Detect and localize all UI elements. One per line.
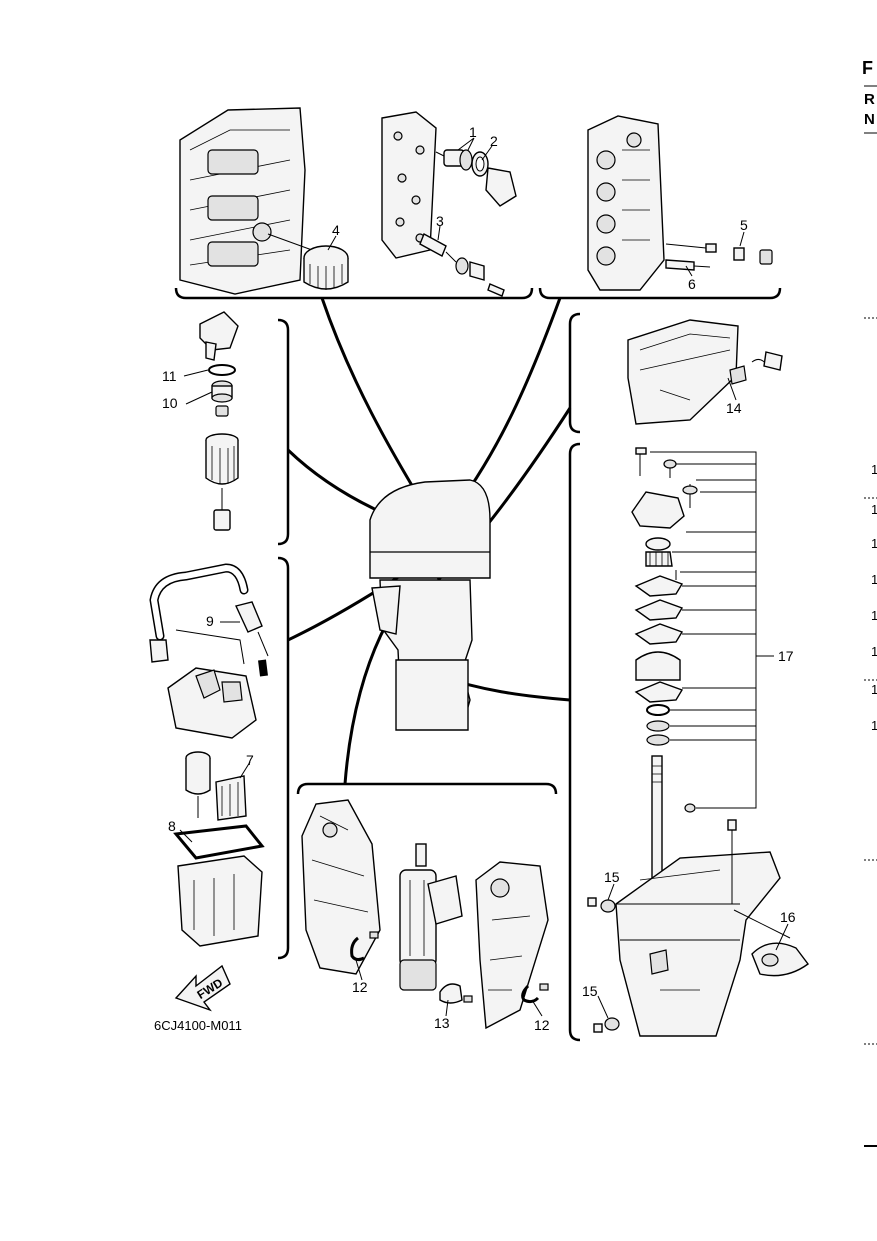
callout-6: 6 [688, 276, 696, 292]
thermostat [443, 149, 473, 171]
exhaust-cover-assembly [381, 111, 445, 259]
callout-15-upper: 15 [604, 869, 620, 885]
sensor-part-5 [665, 243, 773, 265]
callout-3: 3 [436, 213, 444, 229]
callout-5: 5 [740, 217, 748, 233]
o-ring-part-11 [208, 364, 236, 376]
callout-9: 9 [206, 613, 214, 629]
trim-tilt-unit [399, 843, 463, 991]
edge-header-line2: N [864, 111, 875, 128]
callout-12-right: 12 [534, 1017, 550, 1033]
propeller-anode-part-16 [751, 942, 809, 977]
part-17-leader-bracket [650, 451, 774, 809]
gasket-part-8 [173, 824, 265, 860]
callout-4: 4 [332, 222, 340, 238]
edge-header-line1: R [864, 91, 875, 108]
fuel-filter-assembly [199, 311, 239, 361]
margin-digit: 1 [871, 682, 877, 697]
drawing-code: 6CJ4100-M011 [154, 1018, 242, 1033]
callout-8: 8 [168, 818, 176, 834]
callout-17: 17 [778, 648, 794, 664]
bushing-part-13 [439, 983, 473, 1004]
filter-part-7 [215, 775, 247, 821]
callout-10: 10 [162, 395, 178, 411]
vapor-separator-cover [167, 629, 257, 739]
callout-15-lower: 15 [582, 983, 598, 999]
callout-11: 11 [162, 368, 177, 384]
callout-7: 7 [246, 752, 254, 768]
callout-leaders [179, 137, 789, 1019]
anode-part-3 [419, 233, 505, 297]
cylinder-block-assembly [179, 107, 313, 295]
margin-digit: 1 [871, 644, 877, 659]
upper-casing-assembly [627, 319, 783, 425]
callout-labels: 1 2 3 4 5 6 7 8 9 10 11 12 12 13 14 15 1… [162, 124, 796, 1033]
oil-filter [303, 245, 349, 290]
callout-12-left: 12 [352, 979, 368, 995]
fuel-filter-cup [205, 405, 239, 531]
cylinder-head-assembly [587, 115, 665, 291]
bushing-part-12-left [350, 931, 379, 962]
fuel-filter-part-9 [235, 601, 269, 677]
fuel-hose [149, 563, 249, 663]
margin-digit: 1 [871, 572, 877, 587]
outboard-motor-silhouette [369, 479, 491, 731]
clamp-bracket-left [301, 799, 381, 975]
thermostat-cover [485, 167, 517, 207]
margin-digit: 1 [871, 502, 877, 517]
filter-element-part-10 [211, 380, 233, 403]
bolt-part-15-upper [587, 897, 616, 913]
bolt-part-15-lower [593, 1017, 620, 1033]
margin-digit: 1 [871, 718, 877, 733]
margin-digit: 1 [871, 462, 877, 477]
callout-14: 14 [726, 400, 742, 416]
callout-13: 13 [434, 1015, 450, 1031]
right-margin-marks: 1 1 1 1 1 1 1 1 [864, 317, 877, 1147]
water-pump-stack [631, 447, 698, 893]
vapor-separator-body [177, 855, 263, 947]
callout-1: 1 [469, 124, 477, 140]
callout-2: 2 [490, 133, 498, 149]
callout-16: 16 [780, 909, 796, 925]
lower-unit-gearcase [615, 819, 791, 1037]
group-frames [174, 287, 782, 1042]
margin-digit: 1 [871, 536, 877, 551]
swivel-bracket-right [475, 861, 549, 1030]
bushing-part-12-right [521, 983, 549, 1004]
page-edge-header: F R N [862, 58, 877, 134]
edge-header-letter: F [862, 58, 873, 78]
margin-digit: 1 [871, 608, 877, 623]
fuel-pump [185, 751, 211, 818]
forward-arrow-icon: FWD [174, 964, 231, 1012]
